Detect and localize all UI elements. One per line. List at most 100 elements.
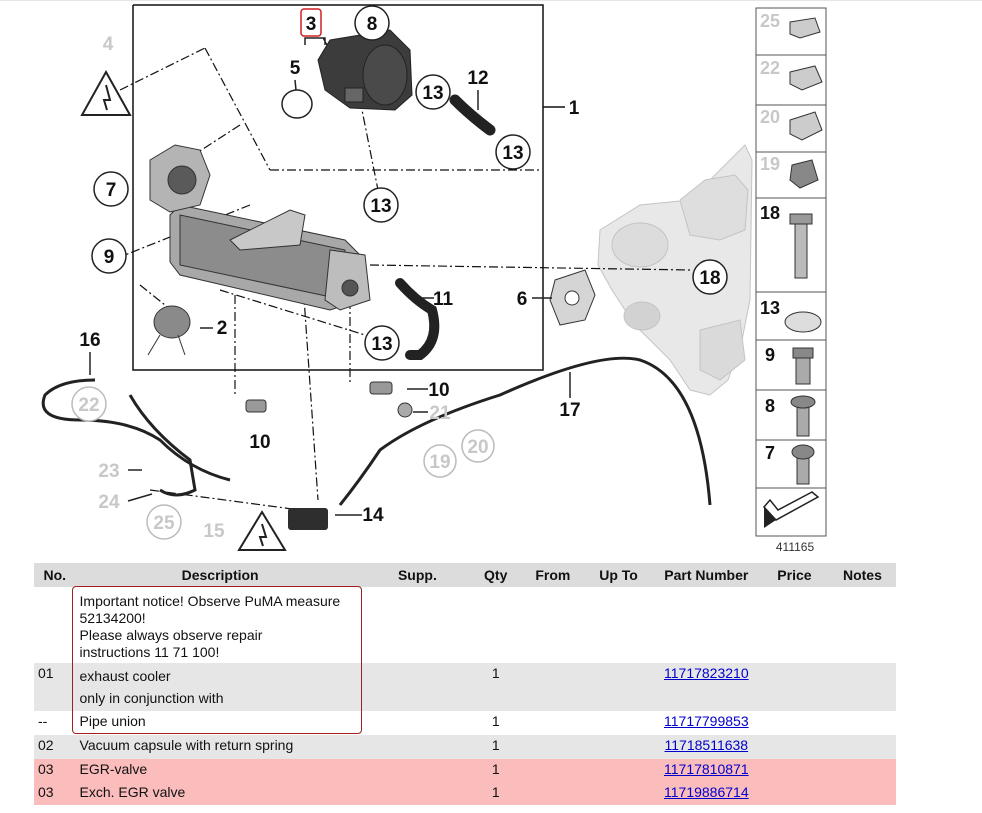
row-qty: 1 [470, 782, 522, 805]
table-row[interactable]: -- Pipe union 1 11717799853 [34, 711, 896, 735]
egr-cooler-illustration [149, 144, 371, 311]
callout-18[interactable]: 18 [692, 259, 728, 295]
svg-text:22: 22 [78, 395, 99, 416]
part-number-link[interactable]: 11719886714 [664, 784, 749, 800]
svg-text:8: 8 [367, 14, 378, 35]
row-description: Vacuum capsule with return spring [75, 735, 365, 759]
row-description-note: only in conjunction with [79, 690, 224, 706]
svg-text:13: 13 [502, 143, 523, 164]
callout-5[interactable]: 5 [290, 58, 301, 79]
hose-12-illustration [449, 94, 496, 136]
svg-text:8: 8 [765, 396, 775, 416]
svg-text:20: 20 [760, 107, 780, 127]
callout-25[interactable]: 25 [146, 504, 182, 540]
callout-7[interactable]: 7 [93, 171, 129, 207]
col-part-number: Part Number [652, 563, 760, 587]
intake-manifold-illustration [597, 144, 753, 396]
svg-text:7: 7 [106, 180, 117, 201]
sidebar-labels: 25 22 20 19 18 13 9 8 7 [760, 11, 780, 463]
row-no: 03 [34, 782, 76, 805]
arrow-icon [762, 491, 820, 528]
callout-4[interactable]: 4 [103, 34, 114, 55]
row-description: Exch. EGR valve [75, 782, 365, 805]
assembly-frame [132, 4, 544, 371]
callout-22[interactable]: 22 [71, 386, 107, 422]
callout-1[interactable]: 1 [569, 98, 580, 119]
part-number-link[interactable]: 11717823210 [664, 665, 749, 681]
svg-text:7: 7 [765, 443, 775, 463]
callout-15[interactable]: 15 [203, 521, 225, 542]
callout-21[interactable]: 21 [429, 403, 451, 424]
row-description: Pipe union [75, 711, 365, 735]
svg-text:13: 13 [422, 83, 443, 104]
row-description: EGR-valve [75, 759, 365, 782]
callout-13-c[interactable]: 13 [363, 187, 399, 223]
callout-10-b[interactable]: 10 [249, 432, 270, 453]
part-number-link[interactable]: 11717799853 [664, 713, 749, 729]
table-row-highlighted[interactable]: 03 EGR-valve 1 11717810871 [34, 759, 896, 782]
diagram-id: 411165 [776, 540, 815, 554]
col-description: Description [75, 563, 365, 587]
notice-line-4: instructions 11 71 100! [79, 644, 220, 660]
row-qty: 1 [470, 759, 522, 782]
callout-14[interactable]: 14 [362, 505, 384, 526]
svg-text:25: 25 [760, 11, 780, 31]
row-no: 02 [34, 735, 76, 759]
part-number-link[interactable]: 11718511638 [664, 737, 749, 753]
callout-2[interactable]: 2 [217, 318, 228, 339]
part-number-link[interactable]: 11717810871 [664, 761, 749, 777]
svg-text:3: 3 [306, 14, 317, 35]
svg-text:18: 18 [699, 268, 720, 289]
egr-valve-illustration [317, 29, 413, 111]
callout-13-b[interactable]: 13 [495, 134, 531, 170]
callout-13-a[interactable]: 13 [415, 74, 451, 110]
row-no: -- [34, 711, 76, 735]
callout-24[interactable]: 24 [98, 492, 120, 513]
row-qty: 1 [470, 663, 522, 711]
callout-20[interactable]: 20 [461, 429, 495, 463]
row-qty: 1 [470, 735, 522, 759]
svg-text:9: 9 [765, 345, 775, 365]
pressure-converter-illustration [288, 508, 328, 530]
callout-3[interactable]: 3 [300, 8, 326, 45]
callout-13-d[interactable]: 13 [364, 325, 400, 361]
svg-text:18: 18 [760, 203, 780, 223]
o-ring-illustration [281, 89, 313, 119]
callout-6[interactable]: 6 [517, 289, 528, 310]
col-up-to: Up To [584, 563, 653, 587]
svg-text:20: 20 [467, 437, 488, 458]
table-row-highlighted[interactable]: 03 Exch. EGR valve 1 11719886714 [34, 782, 896, 805]
callout-17[interactable]: 17 [559, 400, 580, 421]
svg-text:19: 19 [760, 154, 780, 174]
col-qty: Qty [470, 563, 522, 587]
svg-text:19: 19 [429, 452, 450, 473]
svg-text:9: 9 [104, 247, 115, 268]
callout-11[interactable]: 11 [433, 289, 454, 310]
col-supp: Supp. [364, 563, 471, 587]
callout-19[interactable]: 19 [423, 444, 457, 478]
svg-text:13: 13 [371, 334, 392, 355]
notice-line-2: 52134200! [79, 610, 146, 626]
col-notes: Notes [828, 563, 896, 587]
notice-line-3: Please always observe repair [79, 627, 263, 643]
callout-16[interactable]: 16 [79, 330, 100, 351]
hardware-sidebar [755, 7, 827, 537]
svg-text:25: 25 [153, 513, 175, 534]
table-header: No. Description Supp. Qty From Up To Par… [34, 563, 896, 587]
col-from: From [521, 563, 585, 587]
callout-8[interactable]: 8 [354, 5, 390, 41]
parts-table: No. Description Supp. Qty From Up To Par… [34, 563, 896, 805]
table-row[interactable]: 01 exhaust cooler only in conjunction wi… [34, 663, 896, 711]
callout-9[interactable]: 9 [91, 238, 127, 274]
callout-23[interactable]: 23 [98, 461, 119, 482]
row-no: 01 [34, 663, 76, 711]
pipe-union-illustration [245, 381, 413, 418]
hose-11-illustration [395, 278, 440, 360]
top-divider [0, 0, 982, 1]
row-qty: 1 [470, 711, 522, 735]
table-row[interactable]: 02 Vacuum capsule with return spring 1 1… [34, 735, 896, 759]
warning-triangle-4 [80, 69, 132, 116]
callout-12[interactable]: 12 [467, 68, 488, 89]
notice-line-1: Important notice! Observe PuMA measure [79, 593, 341, 609]
callout-10-a[interactable]: 10 [428, 380, 449, 401]
